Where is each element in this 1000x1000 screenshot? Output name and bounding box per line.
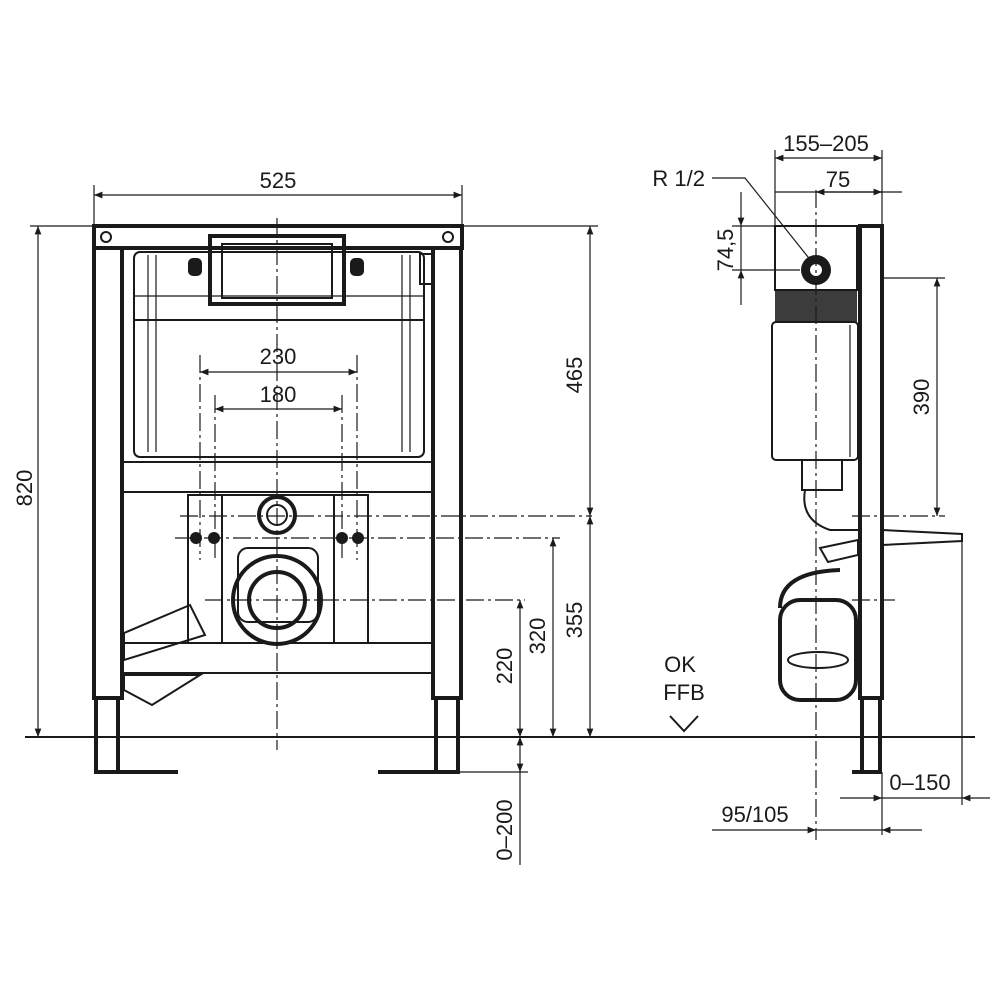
side-flush-valve [801,459,843,491]
side-drain-elbow [778,568,841,609]
side-view: 155–205 75 R 1/2 74,5 390 OK FFB 0–150 [652,131,990,840]
dim-74-5: 74,5 [713,229,738,272]
valve-right [419,253,433,285]
label-r12: R 1/2 [652,166,705,191]
dim-820: 820 [12,470,37,507]
frame-top-bar [92,224,464,250]
dim-355: 355 [562,602,587,639]
dim-525: 525 [260,168,297,193]
boss-right [350,258,364,276]
side-flush-pipe [803,489,858,531]
mount-hole-left [100,231,112,243]
front-view: 525 820 465 355 320 220 0–200 230 180 [12,168,598,865]
right-foot [434,696,460,774]
leader-r12 [712,177,813,263]
bolt-left-outer [190,532,202,544]
frame-left-post [92,246,124,700]
cistern-body [133,251,425,458]
dim-220: 220 [492,648,517,685]
dim-0-200: 0–200 [492,799,517,860]
side-drain-pipe [778,598,858,702]
dim-95-105: 95/105 [721,802,788,827]
mount-hole-right [442,231,454,243]
left-foot [94,696,120,774]
dim-0-150: 0–150 [889,770,950,795]
side-cistern-body [771,321,859,461]
drain-pipe-diagonal [123,603,207,662]
side-drain-end [787,651,849,669]
dim-390: 390 [909,379,934,416]
boss-left [188,258,202,276]
dim-75: 75 [826,167,850,192]
drain-pipe-end [123,674,204,707]
dim-180: 180 [260,382,297,407]
side-bowl-bracket [818,538,859,564]
side-wall-plate [881,529,963,546]
floor-ref-marker [669,715,699,733]
dim-320: 320 [525,618,550,655]
floor-ref-ffb: FFB [663,680,705,705]
dim-155-205: 155–205 [783,131,869,156]
frame-right-post [431,246,463,700]
side-foot [860,696,882,774]
dim-230: 230 [260,344,297,369]
floor-ref-ok: OK [664,652,696,677]
dim-465: 465 [562,357,587,394]
side-frame-post [858,224,884,700]
